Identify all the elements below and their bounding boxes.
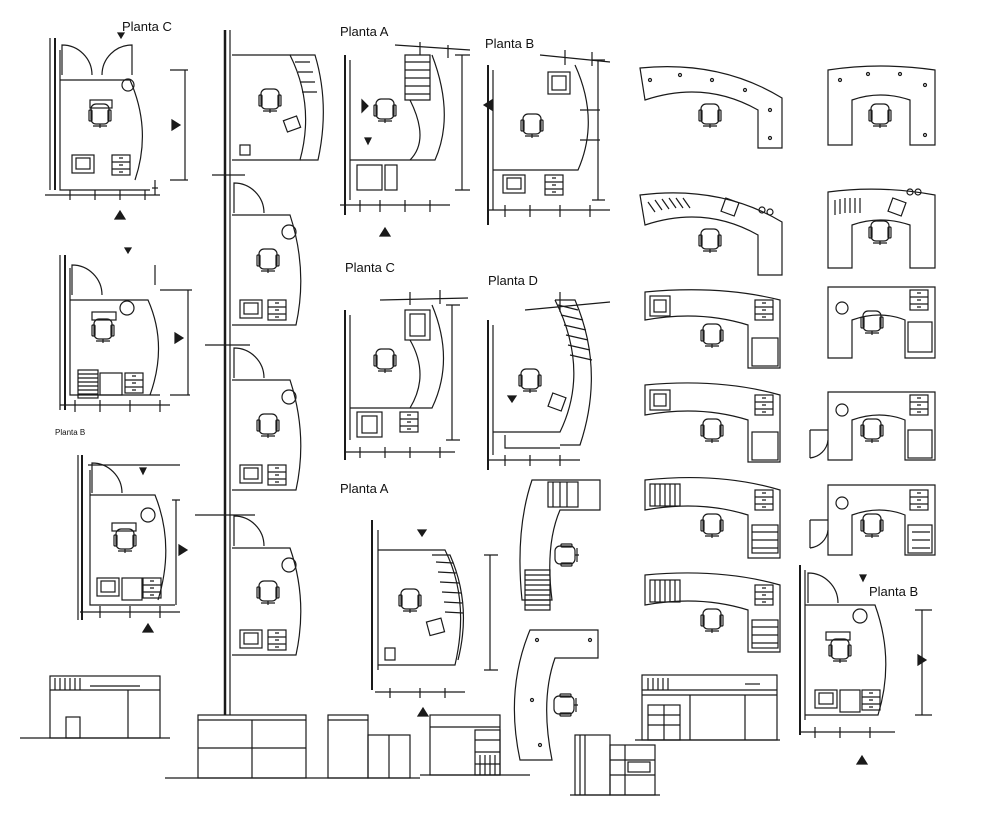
workstation-row-3-left [644,289,781,369]
cubicle-plan-2 [59,247,192,412]
label-planta-b-2: Planta B [869,584,919,599]
planta-b-bottom-right [799,565,932,765]
workstation-row-5-right [809,484,936,556]
planta-b-top [482,50,611,225]
elevation-3 [320,714,420,779]
vertical-cubicle-column [195,30,324,715]
label-planta-b: Planta B [485,36,535,51]
workstation-row-5-left [644,476,781,559]
workstation-row-2-left [639,192,783,276]
workstation-row-6-left [644,572,781,653]
workstation-row-2-right [827,188,936,269]
elevation-1 [20,675,170,739]
label-planta-a: Planta A [340,24,389,39]
elevation-6 [635,674,780,741]
elevation-2 [165,714,320,779]
label-planta-d: Planta D [488,273,538,288]
planta-a-top [340,42,471,237]
workstation-row-3-right [827,286,936,359]
label-planta-a-2: Planta A [340,481,389,496]
workstation-row-4-left [644,382,781,463]
curved-workstation-2 [513,629,599,761]
elevation-5 [570,734,660,796]
planta-a-bottom [371,520,498,717]
planta-c-middle [344,290,469,460]
cubicle-plan-3 [77,455,189,633]
label-planta-c: Planta C [122,19,172,34]
label-planta-b-small: Planta B [55,428,86,437]
label-planta-c-2: Planta C [345,260,395,275]
cubicle-plan-1 [45,32,188,220]
workstation-row-1-right [827,65,936,146]
curved-workstation-1 [519,479,601,611]
planta-d [487,292,611,470]
workstation-row-1-left [639,66,783,149]
elevation-4 [420,714,530,776]
workstation-row-4-right [809,391,936,461]
